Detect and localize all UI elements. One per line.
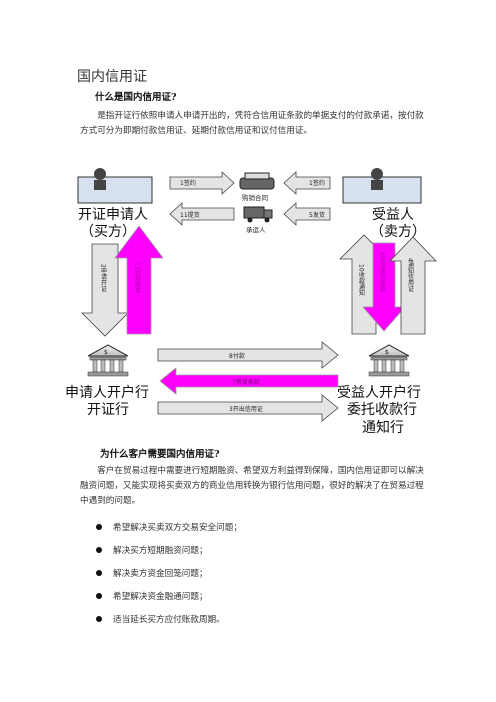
beneficiary-figure-icon bbox=[342, 168, 422, 204]
issuing-bank-label-2: 开证行 bbox=[87, 402, 129, 418]
contract-printer-icon bbox=[239, 172, 275, 190]
svg-text:$: $ bbox=[385, 349, 389, 356]
bullet-dot-icon bbox=[96, 523, 102, 530]
bullet-dot-icon bbox=[96, 569, 102, 576]
arrow-7 bbox=[159, 367, 339, 395]
section1-heading: 什么是国内信用证? bbox=[95, 92, 177, 103]
issuing-bank-icon: $ bbox=[87, 344, 129, 377]
carrier-label: 承运人 bbox=[246, 225, 266, 234]
arrow-5 bbox=[283, 202, 331, 226]
arrow-4 bbox=[389, 236, 437, 335]
arrow-2-label: 2申请开证 bbox=[100, 264, 107, 293]
advising-bank-label-3: 通知行 bbox=[362, 419, 404, 436]
beneficiary-label-2: （卖方） bbox=[370, 224, 426, 240]
list-item-text: 解决卖方资金回笼问题； bbox=[113, 568, 208, 579]
truck-icon bbox=[243, 206, 273, 223]
advising-bank-icon: $ bbox=[368, 344, 410, 377]
arrow-3-label: 3开出信用证 bbox=[229, 405, 263, 413]
arrow-3 bbox=[157, 394, 339, 422]
arrow-11-label: 11提货 bbox=[180, 211, 200, 219]
arrow-10-label: 10收款通知 bbox=[358, 264, 365, 297]
list-item: 解决卖方资金回笼问题； bbox=[96, 561, 242, 584]
section2-body: 客户在贸易过程中需要进行短期融资、希望双方利益得到保障，国内信用证即可以解决融资… bbox=[80, 466, 424, 506]
svg-text:$: $ bbox=[104, 349, 108, 356]
page-title: 国内信用证 bbox=[77, 69, 147, 85]
arrow-1-right bbox=[283, 171, 331, 195]
arrow-1-right-label: 1签约 bbox=[309, 179, 325, 187]
advising-bank-label-1: 受益人开户行 bbox=[337, 384, 421, 401]
bullet-dot-icon bbox=[96, 615, 102, 622]
bullet-list: 希望解决买卖双方交易安全问题； 解决买方短期融资问题； 解决卖方资金回笼问题； … bbox=[96, 515, 242, 630]
list-item-text: 希望解决资金融通问题； bbox=[113, 591, 208, 602]
arrow-12 bbox=[114, 225, 164, 335]
applicant-figure-icon bbox=[77, 168, 153, 204]
arrow-1-left-label: 1签约 bbox=[180, 179, 196, 187]
section1-body: 是指开证行依照申请人申请开出的，凭符合信用证条款的单据支付的付款承诺，按付款方式… bbox=[80, 111, 424, 136]
contract-label: 购销合同 bbox=[242, 193, 268, 202]
bullet-dot-icon bbox=[96, 592, 102, 599]
arrow-11 bbox=[169, 202, 235, 226]
applicant-label-1: 开证申请人 bbox=[78, 207, 148, 223]
arrow-6 bbox=[362, 242, 406, 332]
section2-heading: 为什么客户需要国内信用证? bbox=[100, 449, 220, 460]
bullet-dot-icon bbox=[96, 546, 102, 553]
advising-bank-label-2: 委托收款行 bbox=[347, 402, 417, 418]
list-item-text: 适当延长买方应付账款周期。 bbox=[113, 614, 225, 625]
list-item: 希望解决资金融通问题； bbox=[96, 584, 242, 607]
arrow-5-label: 5发货 bbox=[309, 211, 325, 219]
list-item-text: 解决买方短期融资问题； bbox=[113, 545, 208, 556]
arrow-4-label: 4通知信用证 bbox=[407, 258, 414, 293]
list-item: 适当延长买方应付账款周期。 bbox=[96, 607, 242, 630]
arrow-12-label: 12付款赎单 bbox=[134, 262, 141, 295]
arrow-8 bbox=[157, 341, 339, 369]
arrow-7-label: 7寄单索款 bbox=[232, 378, 260, 386]
arrow-6-label: 6交单委托收款 bbox=[379, 252, 386, 293]
arrow-1-left bbox=[169, 171, 235, 195]
list-item: 解决买方短期融资问题； bbox=[96, 538, 242, 561]
list-item-text: 希望解决买卖双方交易安全问题； bbox=[113, 522, 242, 533]
section2-paragraph: 客户在贸易过程中需要进行短期融资、希望双方利益得到保障，国内信用证即可以解决融资… bbox=[80, 464, 430, 509]
list-item: 希望解决买卖双方交易安全问题； bbox=[96, 515, 242, 538]
applicant-label-2: （买方） bbox=[80, 224, 136, 240]
issuing-bank-label-1: 申请人开户行 bbox=[65, 384, 149, 401]
arrow-8-label: 8付款 bbox=[229, 352, 245, 360]
beneficiary-label-1: 受益人 bbox=[372, 207, 414, 223]
section1-paragraph: 是指开证行依照申请人申请开出的，凭符合信用证条款的单据支付的付款承诺，按付款方式… bbox=[80, 109, 430, 139]
